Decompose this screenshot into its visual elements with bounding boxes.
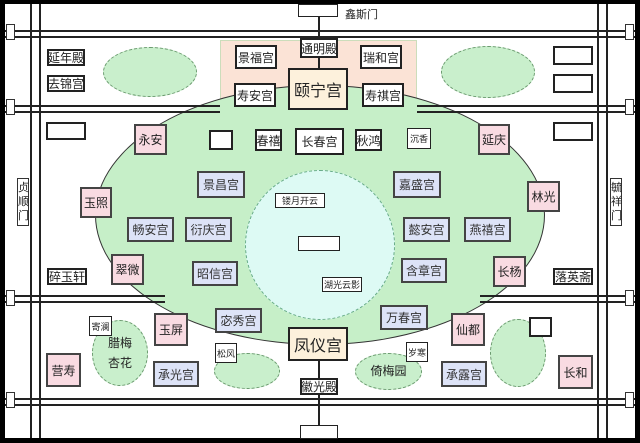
gate-tab — [625, 392, 634, 408]
unnamed-building[interactable] — [553, 122, 593, 141]
building-zhaoxin[interactable]: 昭信宫 — [192, 261, 238, 286]
unnamed-building[interactable] — [298, 236, 340, 251]
gate-tab — [6, 99, 15, 115]
building-jingfu[interactable]: 景福宫 — [235, 45, 277, 69]
building-shouqi[interactable]: 寿祺宫 — [362, 83, 404, 107]
building-changyang[interactable]: 长杨 — [493, 256, 526, 287]
garden-lamei-line2: 杏花 — [107, 356, 132, 370]
building-mixiu[interactable]: 宓秀宫 — [215, 308, 262, 333]
road-west — [30, 4, 41, 438]
building-luoying[interactable]: 落英斋 — [553, 268, 593, 285]
building-changan[interactable]: 畅安宫 — [127, 217, 174, 242]
building-yingshou[interactable]: 营寿 — [46, 353, 81, 387]
east-gate-label: 毓祥门 — [610, 178, 622, 226]
road-lower-east — [480, 295, 635, 303]
building-yanxi[interactable]: 燕禧宫 — [464, 217, 511, 242]
garden-northeast — [441, 46, 535, 98]
building-wanchun[interactable]: 万春宫 — [380, 305, 428, 330]
unnamed-building[interactable] — [209, 130, 233, 150]
building-huiguang[interactable]: 徽光殿 — [300, 378, 338, 395]
garden-lamei-label: 腊梅杏花 — [92, 333, 148, 373]
building-xiandu[interactable]: 仙都 — [451, 313, 485, 346]
building-suiyu[interactable]: 碎玉轩 — [47, 268, 87, 285]
building-chenglu[interactable]: 承露宫 — [441, 361, 487, 387]
garden-lamei-line1: 腊梅 — [107, 336, 132, 350]
building-qujin[interactable]: 去锦宫 — [47, 75, 85, 92]
building-yian[interactable]: 懿安宫 — [403, 217, 450, 242]
road-upper-west — [5, 105, 220, 113]
building-chengguang[interactable]: 承光宫 — [153, 361, 199, 387]
building-linguang[interactable]: 林光 — [527, 181, 560, 212]
building-qiuhong[interactable]: 秋鸿 — [355, 129, 382, 151]
axis-north — [318, 4, 320, 68]
building-chenxiang[interactable]: 沉香 — [407, 128, 431, 149]
building-yining[interactable]: 颐宁宫 — [288, 68, 348, 110]
building-cuiwei[interactable]: 翠微 — [111, 254, 144, 285]
building-yongan[interactable]: 永安 — [134, 124, 167, 155]
north-gate-label: 鑫斯门 — [345, 8, 378, 21]
road-upper-east — [417, 105, 635, 113]
road-south — [5, 398, 635, 406]
building-yuping[interactable]: 玉屏 — [154, 313, 188, 346]
building-yanqing-gong[interactable]: 衍庆宫 — [185, 217, 232, 242]
unnamed-building[interactable] — [529, 317, 552, 337]
building-huguang[interactable]: 湖光云影 — [322, 277, 362, 292]
garden-northwest — [103, 47, 197, 97]
garden-yimei-label: 倚梅园 — [370, 364, 407, 378]
building-chunxi[interactable]: 春禧 — [255, 129, 282, 151]
building-fengyi[interactable]: 凤仪宫 — [288, 327, 348, 361]
north-gate-box — [298, 4, 338, 17]
unnamed-building[interactable] — [553, 46, 593, 65]
building-hanzhang[interactable]: 含章宫 — [401, 258, 447, 283]
building-jilan[interactable]: 寄澜 — [89, 316, 112, 336]
building-songfeng[interactable]: 松风 — [215, 343, 237, 363]
gate-tab — [6, 24, 15, 40]
road-north — [5, 30, 635, 38]
building-jiasheng[interactable]: 嘉盛宫 — [393, 171, 441, 198]
west-gate-label: 贞顺门 — [17, 178, 29, 226]
building-yanqing[interactable]: 延庆 — [478, 124, 510, 155]
axis-south — [318, 361, 320, 438]
gate-tab — [6, 290, 15, 306]
road-lower-west — [5, 295, 165, 303]
gate-tab — [625, 24, 634, 40]
building-suihan[interactable]: 岁寒 — [406, 342, 428, 362]
unnamed-building[interactable] — [553, 74, 593, 93]
gate-tab — [625, 290, 634, 306]
building-louyue[interactable]: 镂月开云 — [275, 193, 325, 208]
building-changhe[interactable]: 长和 — [558, 355, 593, 389]
south-gate-box — [300, 425, 338, 439]
building-tongming[interactable]: 通明殿 — [300, 38, 338, 58]
gate-tab — [625, 99, 634, 115]
gate-tab — [6, 392, 15, 408]
unnamed-building[interactable] — [46, 122, 86, 140]
road-east — [597, 4, 608, 438]
building-shouan[interactable]: 寿安宫 — [234, 83, 276, 107]
building-changchun[interactable]: 长春宫 — [295, 128, 344, 155]
building-yannian[interactable]: 延年殿 — [47, 49, 85, 66]
building-yuzhao[interactable]: 玉照 — [80, 187, 112, 218]
building-ruihe[interactable]: 瑞和宫 — [360, 45, 402, 69]
building-jingchang[interactable]: 景昌宫 — [197, 171, 245, 198]
